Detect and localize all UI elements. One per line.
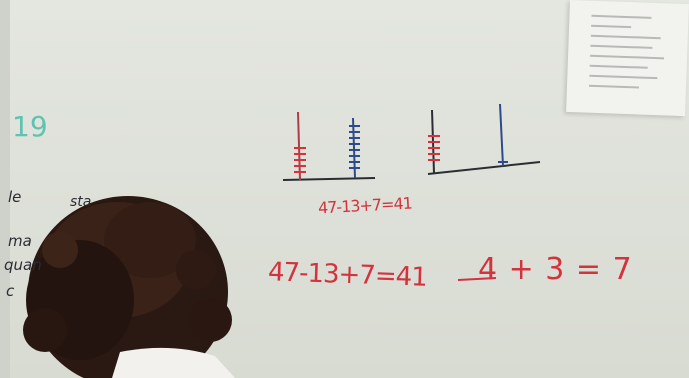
wall-edge	[0, 0, 10, 378]
chart-1-ones-beads	[349, 125, 360, 169]
equation-right: 4 + 3 = 7	[478, 252, 633, 287]
chart-2-baseline	[427, 161, 541, 175]
equation-big: 47-13+7=41	[267, 257, 428, 293]
chart-2-tens-beads	[428, 135, 440, 161]
left-text-5: c	[6, 282, 15, 300]
left-text-1: le	[8, 188, 22, 206]
left-text-4: quan	[4, 256, 42, 274]
number-19: 19	[12, 110, 48, 143]
pinned-paper	[566, 0, 689, 117]
left-text-3: ma	[8, 232, 32, 250]
chart-2-ones-pole	[499, 103, 504, 167]
chart-1-tens-pole	[297, 111, 301, 181]
place-value-chart-1	[282, 111, 376, 181]
chart-1-baseline	[282, 177, 376, 181]
student-shirt	[112, 347, 235, 378]
student-head	[23, 196, 235, 378]
left-text-2: sta	[70, 194, 92, 210]
place-value-chart-2	[427, 103, 541, 175]
chart-1-tens-beads	[294, 147, 306, 173]
blank-line	[457, 277, 497, 281]
